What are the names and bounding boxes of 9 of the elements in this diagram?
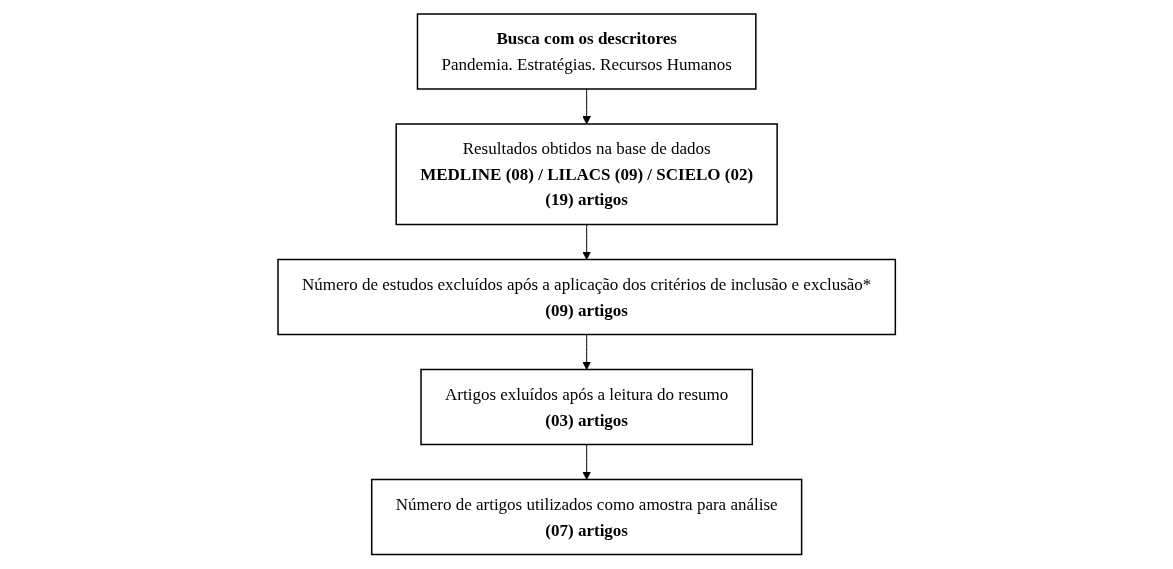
node-box: Resultados obtidos na base de dados MEDLINE (08) / LILACS (09) / SCIELO (02) (19) artigos [395,123,778,226]
node-box: Número de estudos excluídos após a aplicação dos critérios de inclusão e exclusão* (09) artigos [277,259,896,336]
node-box: Busca com os descritores Pandemia. Estratégias. Recursos Humanos [416,13,757,90]
node-box: Artigos exluídos após a leitura do resumo (03) artigos [420,369,753,446]
arrow [582,444,591,481]
arrow [582,224,591,261]
arrow [582,334,591,371]
node-box: Número de artigos utilizados como amostra para análise (07) artigos [370,479,803,556]
arrow [582,88,591,125]
